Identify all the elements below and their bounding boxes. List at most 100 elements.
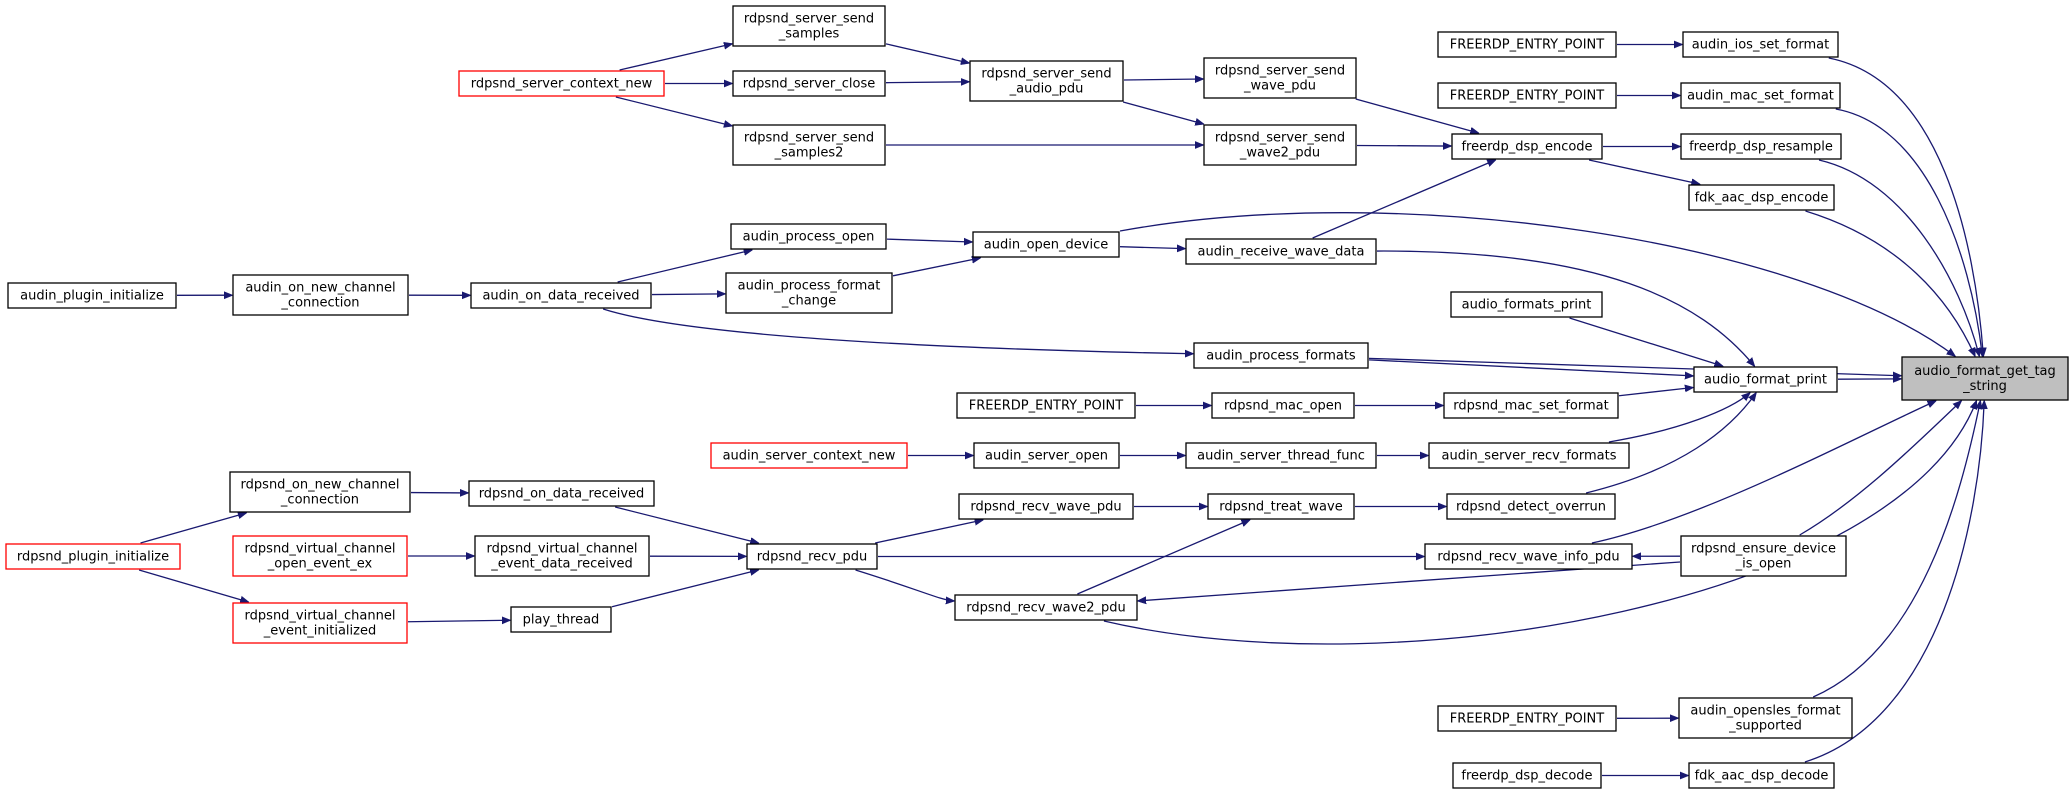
node-box: [1693, 366, 1838, 393]
node-audio-formats-print[interactable]: audio_formats_print: [1450, 291, 1603, 318]
node-box: [732, 124, 886, 166]
node-audin-ios-set-format[interactable]: audin_ios_set_format: [1682, 31, 1839, 58]
edge-rw2pdu-to-tag: [1103, 401, 1976, 645]
node-label: rdpsnd_server_send: [744, 12, 874, 27]
node-box: [1452, 762, 1602, 789]
node-box: [973, 442, 1120, 469]
node-rdpsnd-server-send-wave-pdu[interactable]: rdpsnd_server_send_wave_pdu: [1203, 57, 1357, 99]
edge-aopen-to-recvw: [1119, 247, 1185, 249]
node-label: rdpsnd_server_send: [1215, 131, 1345, 146]
node-label: audin_server_open: [985, 449, 1108, 464]
node-label: rdpsnd_on_new_channel: [241, 478, 400, 493]
node-box: [746, 543, 878, 570]
node-label: audin_mac_set_format: [1687, 89, 1834, 104]
node-audin-server-thread-func[interactable]: audin_server_thread_func: [1185, 442, 1377, 469]
node-box: [969, 60, 1124, 102]
node-freerdp-entry-point[interactable]: FREERDP_ENTRY_POINT: [1437, 82, 1617, 109]
edge-osl-to-tag: [1812, 401, 1980, 698]
node-label: _wave2_pdu: [1239, 146, 1320, 161]
node-rdpsnd-mac-open[interactable]: rdpsnd_mac_open: [1211, 392, 1355, 419]
node-label: rdpsnd_virtual_channel: [245, 542, 396, 557]
node-audin-server-recv-formats[interactable]: audin_server_recv_formats: [1428, 442, 1630, 469]
node-rdpsnd-recv-wave2-pdu[interactable]: rdpsnd_recv_wave2_pdu: [954, 594, 1138, 621]
node-audio-format-print[interactable]: audio_format_print: [1693, 366, 1838, 393]
node-fdk-aac-dsp-encode[interactable]: fdk_aac_dsp_encode: [1688, 184, 1835, 211]
node-label: audin_opensles_format: [1690, 704, 1840, 719]
node-audin-server-context-new[interactable]: audin_server_context_new: [710, 442, 908, 469]
node-audin-mac-set-format[interactable]: audin_mac_set_format: [1680, 82, 1841, 109]
node-label: rdpsnd_recv_wave_info_pdu: [1437, 550, 1619, 565]
node-rdpsnd-virtual-channel-open-event-ex[interactable]: rdpsnd_virtual_channel_open_event_ex: [232, 535, 408, 577]
node-audin-on-data-received[interactable]: audin_on_data_received: [470, 282, 652, 309]
node-label: audin_ios_set_format: [1692, 38, 1829, 53]
node-freerdp-dsp-encode[interactable]: freerdp_dsp_encode: [1451, 133, 1603, 160]
edge-rpinit-to-vcei: [138, 569, 248, 602]
edge-pfch-to-aopen: [892, 258, 980, 277]
edge-sctx-to-samp2: [615, 96, 732, 126]
edge-rpinit-to-ronc: [140, 513, 247, 544]
node-rdpsnd-virtual-channel-event-data-received[interactable]: rdpsnd_virtual_channel_event_data_receiv…: [474, 535, 650, 577]
node-rdpsnd-server-send-wave2-pdu[interactable]: rdpsnd_server_send_wave2_pdu: [1203, 124, 1357, 166]
node-audin-process-open[interactable]: audin_process_open: [730, 223, 887, 250]
node-label: rdpsnd_recv_wave2_pdu: [966, 601, 1126, 616]
node-play-thread[interactable]: play_thread: [510, 606, 612, 633]
node-audin-process-formats[interactable]: audin_process_formats: [1193, 342, 1369, 369]
node-rdpsnd-server-send-samples2[interactable]: rdpsnd_server_send_samples2: [732, 124, 886, 166]
node-freerdp-dsp-decode[interactable]: freerdp_dsp_decode: [1452, 762, 1602, 789]
node-freerdp-entry-point[interactable]: FREERDP_ENTRY_POINT: [956, 392, 1136, 419]
node-label: audin_process_open: [743, 230, 875, 245]
node-audin-process-format-change[interactable]: audin_process_format_change: [725, 272, 893, 314]
node-label: _audio_pdu: [1009, 82, 1084, 97]
edge-pfmts-to-fprint: [1368, 359, 1693, 376]
node-audin-on-new-channel-connection[interactable]: audin_on_new_channel_connection: [232, 274, 409, 316]
node-box: [972, 231, 1120, 258]
node-rdpsnd-plugin-initialize[interactable]: rdpsnd_plugin_initialize: [5, 543, 181, 570]
edge-samp-to-apdu: [885, 43, 969, 63]
node-rdpsnd-server-close[interactable]: rdpsnd_server_close: [732, 70, 886, 97]
edge-srf-to-fprint: [1608, 393, 1750, 443]
node-label: _connection: [280, 296, 359, 311]
node-fdk-aac-dsp-decode[interactable]: fdk_aac_dsp_decode: [1688, 762, 1835, 789]
node-rdpsnd-recv-pdu[interactable]: rdpsnd_recv_pdu: [746, 543, 878, 570]
node-freerdp-entry-point[interactable]: FREERDP_ENTRY_POINT: [1437, 31, 1617, 58]
node-box: [1193, 342, 1369, 369]
node-rdpsnd-recv-wave-info-pdu[interactable]: rdpsnd_recv_wave_info_pdu: [1424, 543, 1633, 570]
node-box: [232, 602, 408, 644]
node-box: [510, 606, 612, 633]
node-rdpsnd-server-send-audio-pdu[interactable]: rdpsnd_server_send_audio_pdu: [969, 60, 1124, 102]
node-rdpsnd-recv-wave-pdu[interactable]: rdpsnd_recv_wave_pdu: [958, 493, 1134, 520]
node-label: rdpsnd_detect_overrun: [1456, 500, 1606, 515]
node-label: audio_format_print: [1704, 373, 1827, 388]
edge-popen-to-aopen: [886, 239, 972, 242]
node-box: [730, 223, 887, 250]
node-audin-plugin-initialize[interactable]: audin_plugin_initialize: [7, 282, 177, 309]
node-rdpsnd-on-data-received[interactable]: rdpsnd_on_data_received: [468, 480, 655, 507]
node-audio-format-get-tag-string[interactable]: audio_format_get_tag_string: [1901, 356, 2069, 401]
edge-fsprint-to-fprint: [1569, 317, 1723, 366]
node-box: [1424, 543, 1633, 570]
node-box: [468, 480, 655, 507]
node-freerdp-dsp-resample[interactable]: freerdp_dsp_resample: [1680, 133, 1842, 160]
edge-sctx-to-samp: [619, 44, 732, 71]
edge-fdkd-to-tag: [1804, 401, 1984, 763]
edge-rpdu-to-rw2pdu: [855, 569, 954, 601]
node-label: _connection: [280, 493, 359, 508]
node-audin-open-device[interactable]: audin_open_device: [972, 231, 1120, 258]
node-audin-server-open[interactable]: audin_server_open: [973, 442, 1120, 469]
edge-rwinfo-to-tag: [1591, 401, 1936, 544]
node-rdpsnd-server-context-new[interactable]: rdpsnd_server_context_new: [458, 70, 665, 97]
node-freerdp-entry-point[interactable]: FREERDP_ENTRY_POINT: [1437, 705, 1617, 732]
edge-odr-to-pfch: [651, 294, 725, 295]
node-audin-opensles-format-supported[interactable]: audin_opensles_format_supported: [1678, 697, 1853, 739]
node-rdpsnd-ensure-device-is-open[interactable]: rdpsnd_ensure_device_is_open: [1680, 535, 1847, 577]
edge-macsf-to-tag: [1835, 108, 1983, 356]
edge-apdu-to-wpdu: [1123, 79, 1203, 80]
node-rdpsnd-virtual-channel-event-initialized[interactable]: rdpsnd_virtual_channel_event_initialized: [232, 602, 408, 644]
node-rdpsnd-treat-wave[interactable]: rdpsnd_treat_wave: [1207, 493, 1355, 520]
node-rdpsnd-detect-overrun[interactable]: rdpsnd_detect_overrun: [1446, 493, 1616, 520]
node-audin-receive-wave-data[interactable]: audin_receive_wave_data: [1185, 238, 1377, 265]
node-rdpsnd-mac-set-format[interactable]: rdpsnd_mac_set_format: [1443, 392, 1619, 419]
node-rdpsnd-server-send-samples[interactable]: rdpsnd_server_send_samples: [732, 5, 886, 47]
node-rdpsnd-on-new-channel-connection[interactable]: rdpsnd_on_new_channel_connection: [229, 471, 411, 513]
node-label: audin_plugin_initialize: [20, 289, 164, 304]
